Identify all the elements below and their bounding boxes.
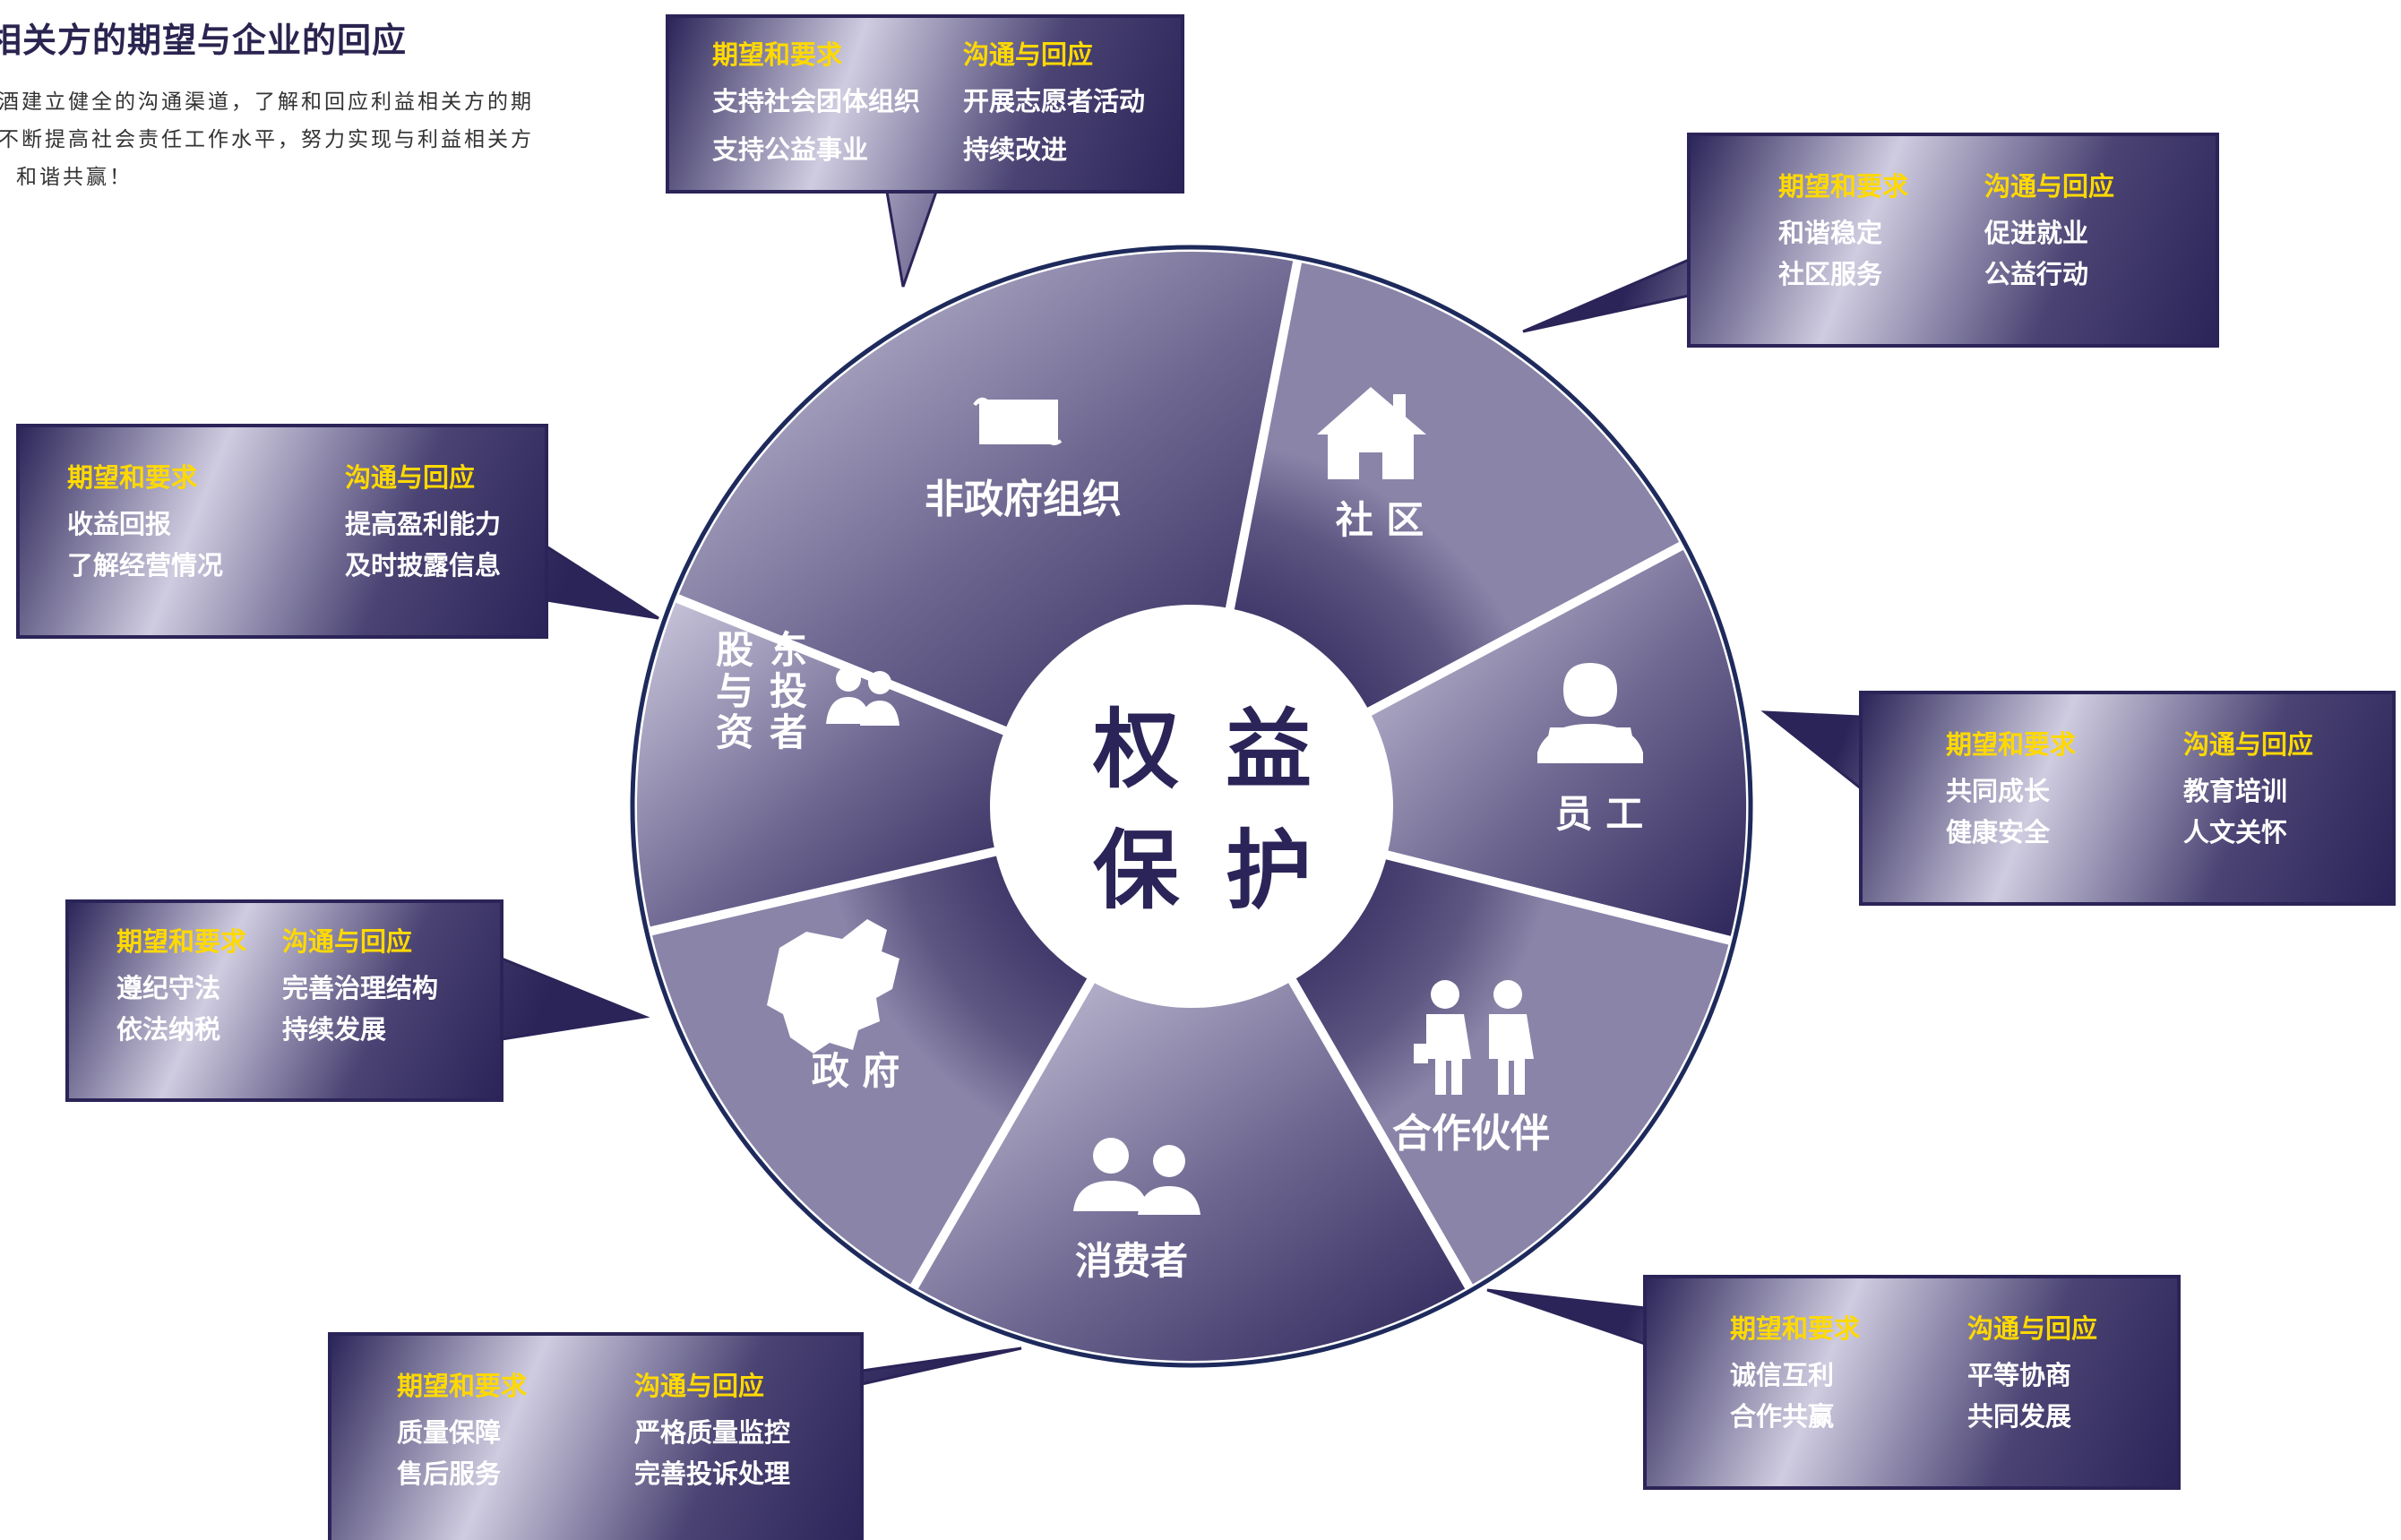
callout-partner-expect-1: 合作共赢 bbox=[1730, 1401, 1835, 1432]
callout-ngo-expect-0: 支持社会团体组织 bbox=[712, 86, 921, 116]
callout-government-respond-header: 沟通与回应 bbox=[282, 926, 413, 957]
callout-employee-respond-1: 人文关怀 bbox=[2183, 817, 2288, 847]
callout-ngo-respond-1: 持续改进 bbox=[963, 134, 1068, 165]
partners-icon bbox=[1414, 980, 1534, 1095]
segment-label-government: 政 府 bbox=[812, 1049, 900, 1093]
wheel-outline bbox=[630, 245, 1753, 1368]
center-text-1b: 益 bbox=[1226, 700, 1312, 800]
segment-label-partner: 合作伙伴 bbox=[1392, 1111, 1550, 1157]
callout-consumer-respond-header: 沟通与回应 bbox=[634, 1371, 765, 1401]
callout-employee-respond-header: 沟通与回应 bbox=[2183, 729, 2314, 760]
segment-label-shareholder-col2-2: 者 bbox=[770, 710, 807, 754]
callout-partner-expect-0: 诚信互利 bbox=[1730, 1360, 1835, 1390]
segment-label-shareholder-col1-1: 与 bbox=[716, 669, 753, 713]
china-map-icon bbox=[767, 919, 899, 1054]
callout-partner-expect-header: 期望和要求 bbox=[1730, 1313, 1861, 1344]
callout-community-respond-1: 公益行动 bbox=[1984, 259, 2089, 289]
consumers-icon bbox=[1073, 1138, 1200, 1215]
callout-shareholder-respond-1: 及时披露信息 bbox=[345, 550, 502, 581]
segment-label-shareholder-col2-0: 东 bbox=[770, 628, 807, 672]
callout-consumer-expect-1: 售后服务 bbox=[397, 1458, 502, 1489]
callout-community-expect-1: 社区服务 bbox=[1778, 259, 1883, 289]
center-text-2b: 护 bbox=[1226, 821, 1312, 921]
callout-community-expect-0: 和谐稳定 bbox=[1778, 218, 1883, 248]
callout-consumer-expect-0: 质量保障 bbox=[397, 1417, 502, 1448]
intro-line-1: 酒建立健全的沟通渠道，了解和回应利益相关方的期 bbox=[0, 90, 534, 114]
center-text-2a: 保 bbox=[1093, 821, 1180, 921]
callout-shareholder-expect-1: 了解经营情况 bbox=[67, 550, 224, 581]
callout-employee-expect-0: 共同成长 bbox=[1946, 776, 2051, 806]
callout-community-respond-0: 促进就业 bbox=[1984, 218, 2089, 248]
callout-employee-respond-0: 教育培训 bbox=[2183, 776, 2288, 806]
segment-label-shareholder-col1-0: 股 bbox=[716, 628, 753, 672]
callout-consumer-respond-1: 完善投诉处理 bbox=[634, 1458, 791, 1489]
callout-shareholder-respond-0: 提高盈利能力 bbox=[345, 509, 502, 539]
callout-shareholder-expect-header: 期望和要求 bbox=[67, 462, 198, 493]
scroll-icon bbox=[973, 397, 1063, 445]
callout-employee-expect-header: 期望和要求 bbox=[1946, 729, 2077, 760]
intro-line-2: 不断提高社会责任工作水平，努力实现与利益相关方 bbox=[0, 128, 534, 151]
employee-laptop-icon bbox=[1537, 663, 1643, 763]
segment-label-shareholder-col1-2: 资 bbox=[716, 710, 753, 754]
shareholders-icon bbox=[826, 667, 899, 726]
callout-partner-respond-header: 沟通与回应 bbox=[1967, 1313, 2098, 1344]
callout-government-expect-header: 期望和要求 bbox=[116, 926, 247, 957]
callout-shareholder-respond-header: 沟通与回应 bbox=[345, 462, 476, 493]
callout-ngo-respond-0: 开展志愿者活动 bbox=[963, 86, 1146, 116]
callout-government-expect-0: 遵纪守法 bbox=[116, 973, 221, 1003]
page-title: 相关方的期望与企业的回应 bbox=[0, 21, 408, 60]
callout-partner-respond-0: 平等协商 bbox=[1967, 1360, 2072, 1390]
house-icon bbox=[1317, 387, 1426, 479]
center-circle bbox=[994, 609, 1389, 1003]
callout-consumer-expect-header: 期望和要求 bbox=[397, 1371, 528, 1401]
callout-community-respond-header: 沟通与回应 bbox=[1984, 171, 2115, 202]
callout-community-expect-header: 期望和要求 bbox=[1778, 171, 1909, 202]
center-text-1a: 权 bbox=[1092, 700, 1179, 800]
segment-label-ngo: 非政府组织 bbox=[925, 477, 1122, 522]
callout-government-respond-0: 完善治理结构 bbox=[282, 973, 439, 1003]
segment-label-consumer: 消费者 bbox=[1075, 1239, 1188, 1283]
callout-government-expect-1: 依法纳税 bbox=[116, 1014, 221, 1045]
callout-ngo-expect-1: 支持公益事业 bbox=[712, 134, 869, 165]
callout-ngo-respond-header: 沟通与回应 bbox=[963, 39, 1094, 70]
callout-government-respond-1: 持续发展 bbox=[282, 1014, 387, 1045]
segment-label-employee: 员 工 bbox=[1555, 792, 1644, 836]
intro-line-3: 和谐共赢！ bbox=[16, 166, 133, 189]
segment-label-shareholder-col2-1: 投 bbox=[770, 669, 807, 713]
callout-ngo-expect-header: 期望和要求 bbox=[712, 39, 843, 70]
callout-partner-respond-1: 共同发展 bbox=[1967, 1401, 2072, 1432]
segment-label-community: 社 区 bbox=[1336, 498, 1424, 542]
callout-shareholder-expect-0: 收益回报 bbox=[67, 509, 172, 539]
callout-consumer-respond-0: 严格质量监控 bbox=[634, 1417, 791, 1448]
callout-employee-expect-1: 健康安全 bbox=[1946, 817, 2051, 847]
